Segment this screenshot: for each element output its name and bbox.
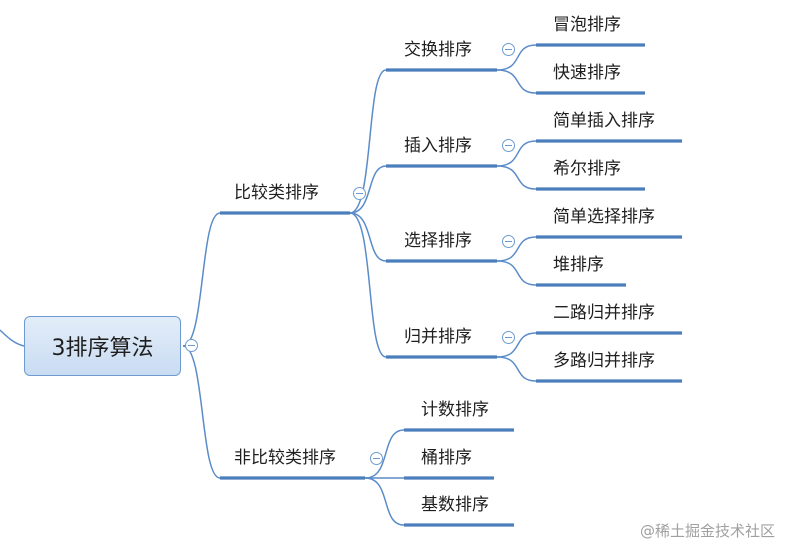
edge-noncomparison-leaf1 bbox=[364, 429, 405, 479]
edge-noncomparison-leaf3 bbox=[364, 477, 405, 526]
node-merge[interactable]: 归并排序 bbox=[404, 327, 472, 347]
collapse-merge-minus-circle-icon[interactable] bbox=[502, 331, 515, 344]
node-merge-label: 归并排序 bbox=[404, 327, 472, 347]
leaf-node[interactable]: 简单插入排序 bbox=[553, 111, 655, 131]
edge-selection-leaf2 bbox=[496, 260, 537, 286]
watermark: @稀土掘金技术社区 bbox=[640, 522, 776, 540]
edge-merge-leaf2 bbox=[496, 356, 537, 382]
leaf-label: 希尔排序 bbox=[553, 159, 621, 179]
edge-root-comparison bbox=[182, 212, 221, 347]
node-selection-label: 选择排序 bbox=[404, 231, 472, 251]
leaf-node[interactable]: 冒泡排序 bbox=[553, 15, 621, 35]
leaf-node[interactable]: 希尔排序 bbox=[553, 159, 621, 179]
node-insertion[interactable]: 插入排序 bbox=[404, 136, 472, 156]
leaf-node[interactable]: 基数排序 bbox=[421, 495, 489, 515]
edge-selection-leaf1 bbox=[496, 236, 537, 262]
leaf-label: 桶排序 bbox=[421, 448, 472, 468]
edge-comparison-merge bbox=[349, 212, 387, 358]
leaf-node[interactable]: 快速排序 bbox=[553, 63, 621, 83]
collapse-insertion-minus-circle-icon[interactable] bbox=[502, 139, 515, 152]
leaf-node[interactable]: 计数排序 bbox=[421, 400, 489, 420]
leaf-label: 堆排序 bbox=[553, 255, 604, 275]
collapse-root-minus-circle-icon[interactable] bbox=[185, 339, 198, 352]
edge-comparison-exchange bbox=[349, 69, 387, 214]
leaf-label: 简单选择排序 bbox=[553, 207, 655, 227]
leaf-node[interactable]: 堆排序 bbox=[553, 255, 604, 275]
node-insertion-label: 插入排序 bbox=[404, 136, 472, 156]
leaf-label: 冒泡排序 bbox=[553, 15, 621, 35]
edge-root-noncomparison bbox=[182, 345, 221, 479]
leaf-label: 基数排序 bbox=[421, 495, 489, 515]
leaf-label: 计数排序 bbox=[421, 400, 489, 420]
leaf-node[interactable]: 桶排序 bbox=[421, 448, 472, 468]
edge-incoming bbox=[0, 329, 25, 347]
node-exchange[interactable]: 交换排序 bbox=[404, 40, 472, 60]
edge-insertion-leaf1 bbox=[496, 140, 537, 167]
leaf-node[interactable]: 二路归并排序 bbox=[553, 303, 655, 323]
edge-merge-leaf1 bbox=[496, 332, 537, 358]
root-label: 3排序算法 bbox=[51, 336, 154, 361]
node-exchange-label: 交换排序 bbox=[404, 40, 472, 60]
node-comparison[interactable]: 比较类排序 bbox=[234, 183, 319, 203]
leaf-label: 快速排序 bbox=[553, 63, 621, 83]
collapse-noncomparison-minus-circle-icon[interactable] bbox=[370, 452, 383, 465]
root-node[interactable]: 3排序算法 bbox=[24, 316, 181, 376]
node-noncomparison-label: 非比较类排序 bbox=[234, 448, 336, 468]
leaf-label: 多路归并排序 bbox=[553, 351, 655, 371]
node-noncomparison[interactable]: 非比较类排序 bbox=[234, 448, 336, 468]
collapse-comparison-minus-circle-icon[interactable] bbox=[353, 187, 366, 200]
collapse-selection-minus-circle-icon[interactable] bbox=[502, 235, 515, 248]
node-comparison-label: 比较类排序 bbox=[234, 183, 319, 203]
edge-exchange-leaf2 bbox=[496, 69, 537, 94]
leaf-node[interactable]: 多路归并排序 bbox=[553, 351, 655, 371]
node-selection[interactable]: 选择排序 bbox=[404, 231, 472, 251]
edge-comparison-selection bbox=[349, 212, 387, 262]
collapse-exchange-minus-circle-icon[interactable] bbox=[502, 43, 515, 56]
leaf-node[interactable]: 简单选择排序 bbox=[553, 207, 655, 227]
leaf-label: 二路归并排序 bbox=[553, 303, 655, 323]
edge-insertion-leaf2 bbox=[496, 165, 537, 190]
edge-exchange-leaf1 bbox=[496, 44, 537, 71]
leaf-label: 简单插入排序 bbox=[553, 111, 655, 131]
edge-comparison-insertion bbox=[349, 165, 387, 214]
